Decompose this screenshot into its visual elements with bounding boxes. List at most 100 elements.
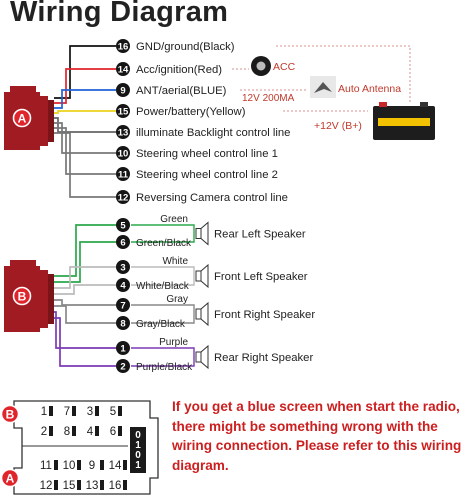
pinout-b-row2-pin-4: 4 xyxy=(87,426,94,438)
speaker-icon-2-cone xyxy=(200,263,209,289)
wire-b-ext-5 xyxy=(131,224,195,234)
pin-b-6-number: 6 xyxy=(120,238,125,249)
speaker-icon-1-body xyxy=(195,228,202,239)
pinout-a-row2-pin-slot-13 xyxy=(100,480,104,490)
connector-a-end xyxy=(48,100,54,142)
pinout-side-mark-2: 0 xyxy=(135,450,141,461)
pinout-b-row2-pin-6: 6 xyxy=(110,426,116,438)
connector-b-lip xyxy=(10,260,36,268)
wire-b-ext-1 xyxy=(131,347,195,357)
battery-label: +12V (B+) xyxy=(314,120,362,132)
connector-b-badge-circle xyxy=(12,286,32,306)
pin-b-7-number: 7 xyxy=(120,301,125,312)
pin-b-5-circle xyxy=(116,218,130,232)
speaker-icon-2 xyxy=(195,263,209,289)
pinout-a-row2-pin-13: 13 xyxy=(86,480,99,492)
pin-b-8-circle xyxy=(116,316,130,330)
connector-b-end xyxy=(48,274,54,324)
battery-label-strip xyxy=(378,118,430,126)
pinout-b-row1-pin-slot-7 xyxy=(72,406,76,416)
wire-b-label-6: Green/Black xyxy=(136,238,192,249)
pin-b-1-number: 1 xyxy=(120,344,126,355)
wire-b-label-8: Gray/Black xyxy=(136,319,186,330)
pin-a-14-circle xyxy=(116,62,130,76)
pin-b-6-circle xyxy=(116,235,130,249)
speaker-icon-1-cone xyxy=(200,221,209,246)
speaker-label-4: Rear Right Speaker xyxy=(214,352,313,364)
pinout-b-row2-pin-slot-2 xyxy=(49,426,53,436)
wire-a-14 xyxy=(54,68,116,104)
pinout-outline xyxy=(13,400,159,495)
pinout-b-row2-pin-slot-8 xyxy=(72,426,76,436)
antenna-icon xyxy=(314,82,332,93)
pinout-b-row1-pin-slot-1 xyxy=(49,406,53,416)
wire-b-8 xyxy=(54,305,116,324)
pinout-b-row2-pin-slot-4 xyxy=(95,426,99,436)
page-title: Wiring Diagram xyxy=(10,0,229,28)
wire-b-4 xyxy=(54,284,116,295)
wire-a-13 xyxy=(54,117,116,133)
pinout-b-row1-pin-slot-5 xyxy=(118,406,122,416)
wire-a-15 xyxy=(54,110,116,114)
pin-a-16-circle xyxy=(116,39,130,53)
pin-a-16-number: 16 xyxy=(118,42,129,53)
speaker-icon-4-cone xyxy=(200,344,209,370)
wire-a-label-11: Steering wheel control line 2 xyxy=(136,169,278,181)
wire-b-ext-4 xyxy=(131,276,195,286)
wire-a-12 xyxy=(54,132,116,198)
speaker-icon-1 xyxy=(195,221,209,246)
pinout-a-row2-pin-slot-16 xyxy=(123,480,127,490)
ground-dashed-link xyxy=(276,45,411,104)
connector-a-lip xyxy=(10,86,36,94)
speaker-label-2: Front Left Speaker xyxy=(214,271,308,283)
pinout-side-mark-0: 0 xyxy=(135,430,141,441)
pin-a-9-number: 9 xyxy=(120,86,125,97)
wire-a-11 xyxy=(54,127,116,175)
pinout-a-row1-pin-10: 10 xyxy=(63,460,76,472)
wire-b-ext-8 xyxy=(131,314,195,324)
connector-a-plug xyxy=(40,96,48,146)
pinout-a-row1-pin-slot-14 xyxy=(123,460,127,470)
wire-b-label-7: Gray xyxy=(166,294,188,305)
speaker-icon-2-body xyxy=(195,270,202,282)
pinout-a-row2-pin-15: 15 xyxy=(63,480,76,492)
speaker-icon-3-cone xyxy=(200,301,209,327)
antenna-spec-label: 12V 200MA xyxy=(242,93,295,104)
pin-a-10-number: 10 xyxy=(118,149,129,160)
pinout-a-row1-pin-14: 14 xyxy=(109,460,122,472)
pin-a-10-circle xyxy=(116,146,130,160)
pinout-side-block xyxy=(130,427,146,473)
pinout-a-row1-pin-slot-10 xyxy=(77,460,81,470)
pin-b-1-circle xyxy=(116,341,130,355)
wire-b-6 xyxy=(54,241,116,283)
pin-b-2-circle xyxy=(116,359,130,373)
pin-a-12-circle xyxy=(116,190,130,204)
pin-a-15-number: 15 xyxy=(118,107,129,118)
wire-b-label-2: Purple/Black xyxy=(136,362,193,373)
pin-b-3-number: 3 xyxy=(120,263,125,274)
wire-a-label-12: Reversing Camera control line xyxy=(136,192,288,204)
pin-a-15-circle xyxy=(116,104,130,118)
pin-b-7-circle xyxy=(116,298,130,312)
speaker-label-3: Front Right Speaker xyxy=(214,309,315,321)
pinout-badge-b-letter: B xyxy=(6,407,15,421)
pinout-a-row1-pin-slot-11 xyxy=(54,460,58,470)
pinout-b-row2-pin-slot-6 xyxy=(118,426,122,436)
antenna-label: Auto Antenna xyxy=(338,83,401,95)
wire-a-label-13: illuminate Backlight control line xyxy=(136,127,290,139)
pinout-badge-b-circle xyxy=(0,404,20,424)
pinout-a-row2-pin-slot-15 xyxy=(77,480,81,490)
wire-a-label-14: Acc/ignition(Red) xyxy=(136,64,222,76)
pinout-a-row2-pin-16: 16 xyxy=(109,480,122,492)
wire-a-9 xyxy=(54,89,116,109)
pin-a-14-number: 14 xyxy=(118,65,129,76)
battery-terminal-neg xyxy=(420,102,428,107)
speaker-label-1: Rear Left Speaker xyxy=(214,229,306,241)
wire-b-7 xyxy=(54,299,116,306)
pin-b-4-circle xyxy=(116,278,130,292)
pinout-a-row2-pin-slot-12 xyxy=(54,480,58,490)
wire-b-5 xyxy=(54,224,116,277)
wire-b-label-4: White/Black xyxy=(136,281,190,292)
speaker-icon-3-body xyxy=(195,308,202,320)
